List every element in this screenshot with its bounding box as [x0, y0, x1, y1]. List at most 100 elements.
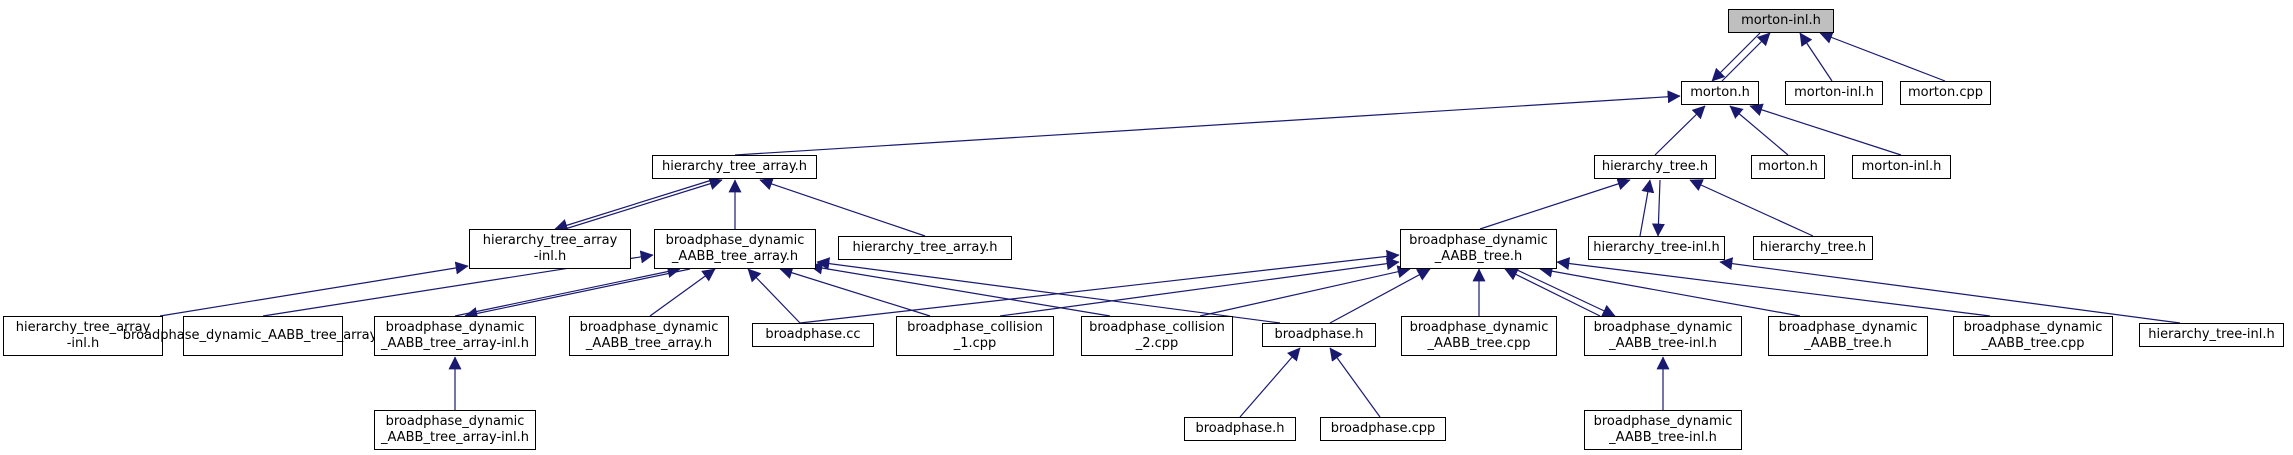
node-label: _2.cpp	[1135, 336, 1179, 351]
node-label: _AABB_tree_array.h	[671, 249, 799, 264]
edge-morton-inl-root-to-morton-h	[1711, 32, 1761, 82]
node-broadphase-dynamic-aabb-tree-array-cpp[interactable]: broadphase_dynamic_AABB_tree_array.cpp	[123, 316, 403, 356]
edge-ht-inl-leaf-to-ht-inl	[1719, 257, 2181, 324]
node-morton-inl-h[interactable]: morton-inl.h	[1852, 155, 1951, 179]
node-broadphase-dynamic-aabb-tree-array-h[interactable]: broadphase_dynamic _AABB_tree_array.h	[654, 229, 816, 269]
edge-hta-inl-to-hta	[564, 177, 723, 230]
node-label: hierarchy_tree.h	[1601, 159, 1709, 174]
node-broadphase-dynamic-aabb-tree-array-inl-h[interactable]: broadphase_dynamic _AABB_tree_array-inl.…	[374, 410, 536, 450]
edges	[159, 31, 2181, 418]
node-label: broadphase_dynamic	[385, 320, 525, 335]
edge-bph-to-bdata	[816, 257, 1281, 324]
node-label: broadphase_dynamic	[1593, 414, 1733, 429]
edge-bpc2-to-bdata	[809, 261, 1111, 317]
edge-bdat-to-bdat-inl	[1514, 268, 1616, 317]
node-broadphase-h[interactable]: broadphase.h	[1184, 417, 1296, 441]
node-label: hierarchy_tree_array.h	[661, 159, 808, 174]
node-morton-h[interactable]: morton.h	[1681, 81, 1759, 105]
edge-ht-leaf-to-ht	[1689, 179, 1814, 237]
node-label: broadphase_dynamic	[385, 414, 525, 429]
node-broadphase-dynamic-aabb-tree-cpp[interactable]: broadphase_dynamic _AABB_tree.cpp	[1401, 316, 1557, 356]
edge-ht-inl-to-ht	[1639, 179, 1655, 237]
edge-bph-to-bdat	[1329, 268, 1431, 324]
node-hierarchy-tree-h[interactable]: hierarchy_tree.h	[1753, 236, 1873, 260]
node-label: broadphase.cc	[765, 327, 861, 342]
node-label: broadphase_dynamic	[1593, 320, 1733, 335]
node-label: _AABB_tree.h	[1434, 249, 1523, 264]
node-hierarchy-tree-inl-h[interactable]: hierarchy_tree-inl.h	[1588, 236, 1725, 260]
node-label: broadphase_dynamic	[1409, 233, 1548, 248]
node-label: broadphase.cpp	[1330, 421, 1436, 436]
edge-hta-to-morton-h	[734, 90, 1681, 156]
node-label: morton-inl.h	[1741, 13, 1821, 28]
node-hierarchy-tree-array-h[interactable]: hierarchy_tree_array.h	[838, 236, 1012, 260]
node-broadphase-dynamic-aabb-tree-array-h[interactable]: broadphase_dynamic _AABB_tree_array.h	[569, 316, 729, 356]
node-label: _AABB_tree_array-inl.h	[380, 430, 530, 445]
node-hierarchy-tree-array-inl-h[interactable]: hierarchy_tree_array -inl.h	[469, 229, 631, 269]
node-morton-cpp[interactable]: morton.cpp	[1900, 81, 1991, 105]
edge-hta-leaf-to-hta	[759, 177, 926, 237]
edge-ht-to-morton-h	[1654, 105, 1706, 156]
edge-bdat-to-ht	[1479, 177, 1631, 230]
node-label: broadphase_dynamic	[1778, 320, 1918, 335]
node-morton-inl-h-root[interactable]: morton-inl.h	[1728, 9, 1834, 33]
node-label: broadphase_dynamic_AABB_tree_array.cpp	[122, 328, 404, 343]
node-broadphase-dynamic-aabb-tree-array-inl-h[interactable]: broadphase_dynamic _AABB_tree_array-inl.…	[374, 316, 536, 356]
node-label: morton-inl.h	[1794, 85, 1874, 100]
edge-bdat-cpp-b-to-bdat	[1556, 257, 1991, 317]
node-label: broadphase_dynamic	[1963, 320, 2103, 335]
node-label: hierarchy_tree-inl.h	[1593, 240, 1720, 255]
node-label: morton-inl.h	[1861, 159, 1942, 174]
node-broadphase-collision-2-cpp[interactable]: broadphase_collision _2.cpp	[1081, 316, 1233, 356]
node-label: -inl.h	[533, 249, 567, 264]
edge-morton-cpp-to-root	[1819, 31, 1946, 82]
node-broadphase-collision-1-cpp[interactable]: broadphase_collision _1.cpp	[896, 316, 1054, 356]
node-hierarchy-tree-array-h[interactable]: hierarchy_tree_array.h	[652, 155, 817, 179]
node-label: _AABB_tree_array.h	[585, 336, 713, 351]
edge-bdata-to-bdata-inl	[464, 268, 691, 320]
edge-bdat-leaf-to-bdat	[1539, 264, 1801, 317]
node-broadphase-dynamic-aabb-tree-h[interactable]: broadphase_dynamic _AABB_tree.h	[1400, 229, 1557, 269]
edge-hta-to-hta-inl	[554, 179, 713, 232]
node-broadphase-dynamic-aabb-tree-cpp[interactable]: broadphase_dynamic _AABB_tree.cpp	[1953, 316, 2113, 356]
node-morton-inl-h[interactable]: morton-inl.h	[1785, 81, 1883, 105]
node-broadphase-h[interactable]: broadphase.h	[1262, 323, 1376, 347]
node-label: -inl.h	[66, 336, 100, 351]
node-label: broadphase_dynamic	[665, 233, 805, 248]
node-label: broadphase_dynamic	[579, 320, 719, 335]
node-hierarchy-tree-inl-h[interactable]: hierarchy_tree-inl.h	[2139, 323, 2284, 347]
node-label: _AABB_tree.cpp	[1427, 336, 1531, 351]
edge-ht-to-ht-inl	[1651, 179, 1665, 237]
node-label: _AABB_tree-inl.h	[1609, 430, 1717, 445]
node-label: hierarchy_tree_array	[482, 233, 618, 248]
node-hierarchy-tree-h[interactable]: hierarchy_tree.h	[1594, 155, 1716, 179]
node-hierarchy-tree-array-inl-h[interactable]: hierarchy_tree_array -inl.h	[3, 316, 163, 356]
node-label: hierarchy_tree_array.h	[852, 240, 998, 255]
node-label: morton.cpp	[1907, 85, 1984, 100]
node-label: morton.h	[1690, 85, 1750, 100]
node-label: _AABB_tree.cpp	[1981, 336, 2085, 351]
edge-bpcc-to-bdata	[747, 268, 801, 324]
edge-bdata-leaf-to-bdata	[649, 268, 716, 317]
node-label: _AABB_tree_array-inl.h	[380, 336, 530, 351]
node-label: hierarchy_tree-inl.h	[2148, 327, 2275, 342]
node-broadphase-dynamic-aabb-tree-inl-h[interactable]: broadphase_dynamic _AABB_tree-inl.h	[1584, 410, 1742, 450]
node-broadphase-cc[interactable]: broadphase.cc	[752, 323, 874, 347]
node-label: morton.h	[1758, 159, 1818, 174]
edge-bpc1-to-bdat	[999, 257, 1400, 317]
edge-morton-inl-to-root	[1799, 32, 1833, 82]
node-label: hierarchy_tree_array	[15, 320, 151, 335]
node-broadphase-cpp[interactable]: broadphase.cpp	[1320, 417, 1446, 441]
node-morton-h[interactable]: morton.h	[1751, 155, 1825, 179]
node-broadphase-dynamic-aabb-tree-inl-h[interactable]: broadphase_dynamic _AABB_tree-inl.h	[1584, 316, 1742, 356]
edge-bpc2-to-bdat	[1199, 265, 1411, 317]
node-label: broadphase_collision	[1089, 320, 1225, 335]
edge-hta-inl-leaf-to-hta-inl	[159, 261, 469, 317]
node-label: _AABB_tree-inl.h	[1609, 336, 1717, 351]
node-broadphase-dynamic-aabb-tree-h[interactable]: broadphase_dynamic _AABB_tree.h	[1768, 316, 1928, 356]
edge-bpc1-to-bdata	[779, 266, 931, 317]
edge-bpcpp-to-bph	[1329, 347, 1381, 418]
edge-morton-h-to-morton-inl-root	[1721, 32, 1771, 82]
edge-bph-leaf-to-bph	[1239, 347, 1301, 418]
node-label: broadphase.h	[1274, 327, 1364, 342]
